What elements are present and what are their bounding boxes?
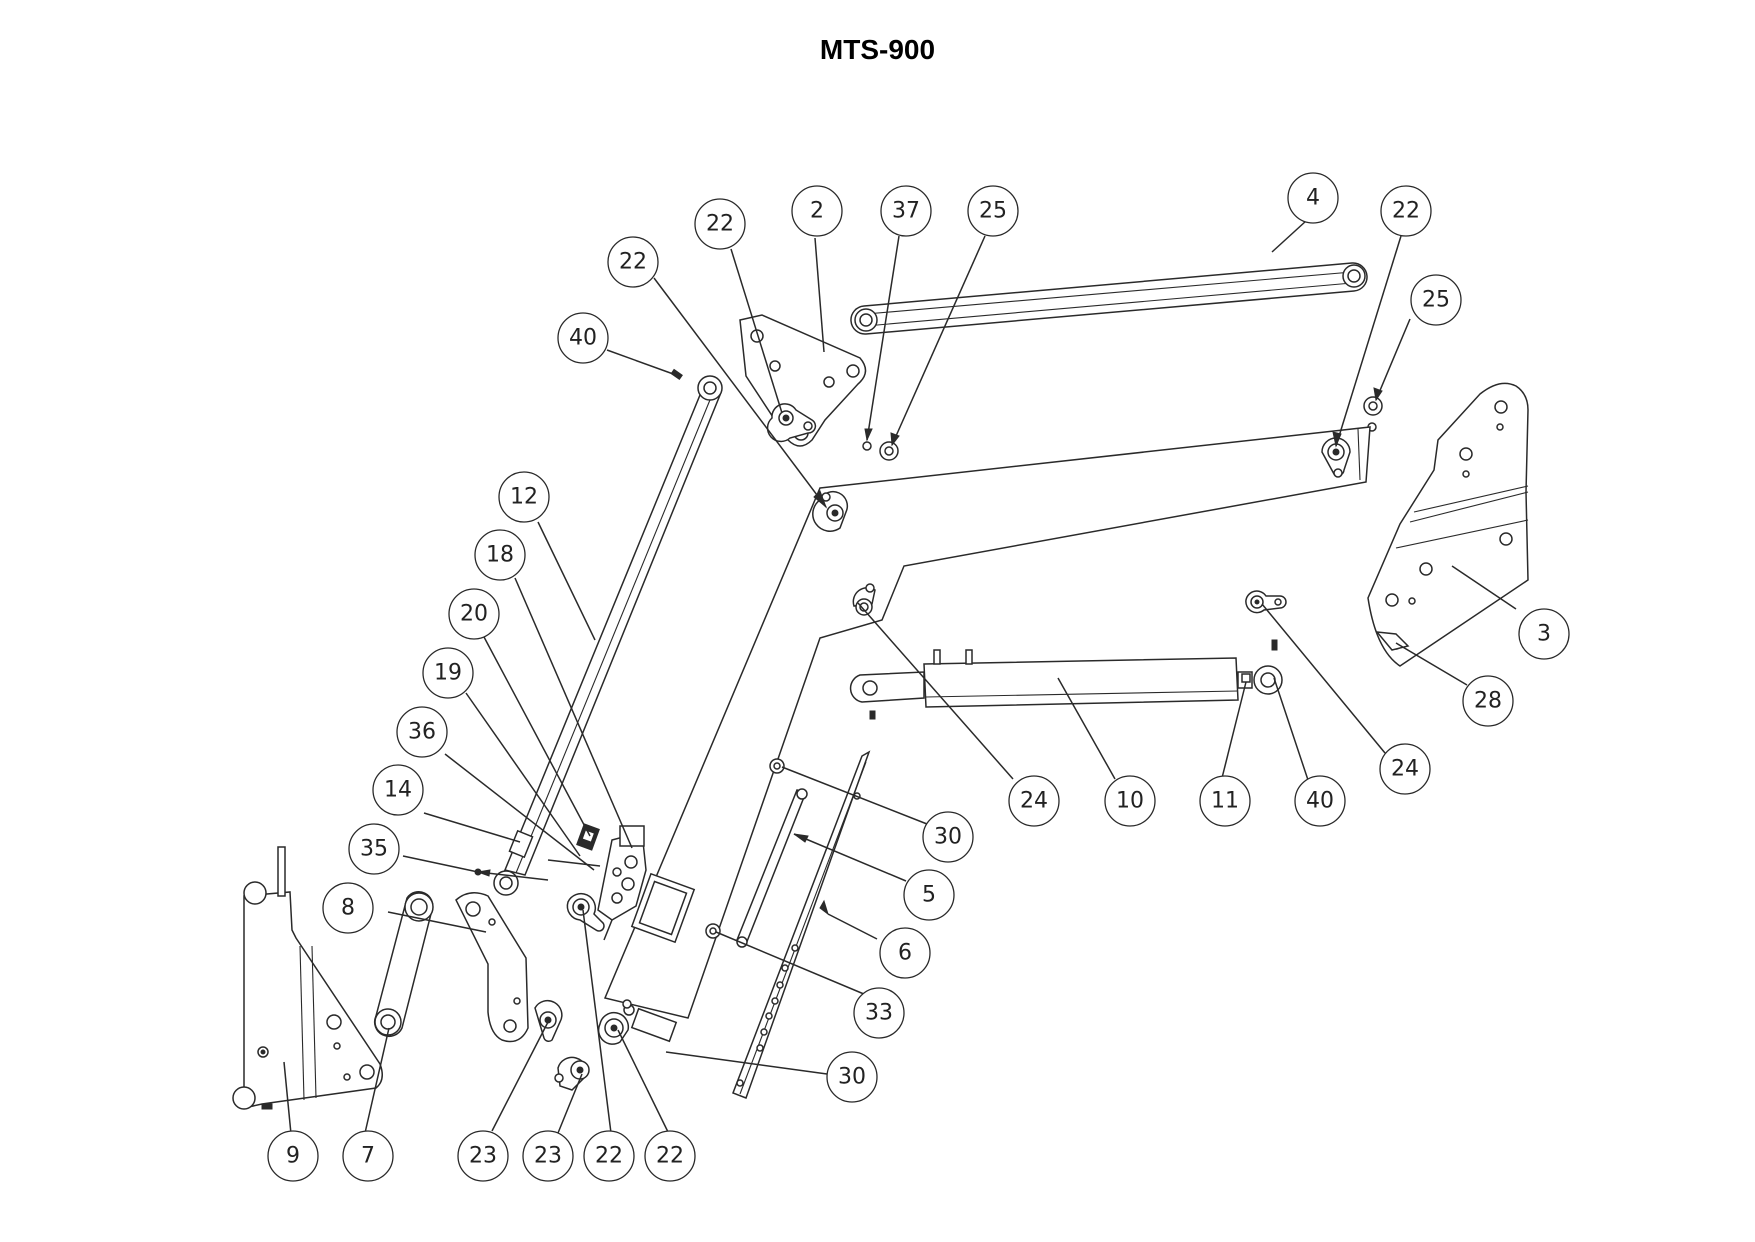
callout-c9: 9	[267, 1130, 319, 1182]
part-frame-bracket	[232, 846, 383, 1110]
callout-label: 5	[922, 883, 936, 908]
callout-label: 7	[361, 1144, 375, 1169]
callout-c14: 14	[372, 764, 424, 816]
callout-label: 11	[1211, 789, 1239, 814]
callout-c25a: 25	[967, 185, 1019, 237]
part-bracket-plate	[739, 314, 867, 447]
callout-c20: 20	[448, 588, 500, 640]
callout-label: 37	[892, 199, 920, 224]
callout-label: 14	[384, 778, 412, 803]
callout-label: 23	[469, 1144, 497, 1169]
callout-label: 12	[510, 485, 538, 510]
callout-label: 30	[934, 825, 962, 850]
part-pin-top	[670, 368, 1278, 720]
part-short-link	[373, 891, 434, 1038]
callout-c22b: 22	[1380, 185, 1432, 237]
callout-c4: 4	[1287, 172, 1339, 224]
callout-label: 22	[656, 1144, 684, 1169]
callout-c33: 33	[853, 987, 905, 1039]
callout-c30b: 30	[826, 1051, 878, 1103]
callout-label: 24	[1391, 757, 1419, 782]
callout-label: 30	[838, 1065, 866, 1090]
callout-label: 20	[460, 602, 488, 627]
callout-c23b: 23	[522, 1130, 574, 1182]
part-upright-beam	[493, 375, 723, 896]
part-hydraulic-cylinder	[849, 590, 1287, 708]
callout-c40a: 40	[557, 312, 609, 364]
callout-c25b: 25	[1410, 274, 1462, 326]
part-flat-link	[732, 750, 871, 1099]
callout-c6: 6	[879, 927, 931, 979]
callout-label: 22	[706, 212, 734, 237]
callout-c19: 19	[422, 647, 474, 699]
callout-c24a: 24	[1008, 775, 1060, 827]
callout-label: 24	[1020, 789, 1048, 814]
callout-label: 22	[619, 250, 647, 275]
leader-lines	[283, 220, 1517, 1135]
callout-label: 9	[286, 1144, 300, 1169]
callout-label: 22	[595, 1144, 623, 1169]
callout-label: 22	[1392, 199, 1420, 224]
callout-label: 25	[1422, 288, 1450, 313]
callout-c22a: 22	[607, 236, 659, 288]
callout-label: 40	[1306, 789, 1334, 814]
callout-label: 23	[534, 1144, 562, 1169]
drawing-title: MTS-900	[819, 34, 936, 65]
callout-c22d: 22	[583, 1130, 635, 1182]
part-pivot-bushings	[534, 999, 632, 1091]
part-bent-link	[455, 892, 529, 1043]
callout-label: 3	[1537, 622, 1551, 647]
part-small-pins	[862, 396, 1383, 461]
callout-label: 4	[1306, 186, 1320, 211]
callout-label: 25	[979, 199, 1007, 224]
callout-label: 19	[434, 661, 462, 686]
callout-c35: 35	[348, 823, 400, 875]
callout-label: 35	[360, 837, 388, 862]
callout-c40b: 40	[1294, 775, 1346, 827]
callout-c28: 28	[1462, 675, 1514, 727]
callout-c23a: 23	[457, 1130, 509, 1182]
callout-label: 40	[569, 326, 597, 351]
callout-c30a: 30	[922, 811, 974, 863]
callout-label: 2	[810, 199, 824, 224]
callout-c2: 2	[791, 185, 843, 237]
callout-c22c: 22	[694, 198, 746, 250]
callout-label: 8	[341, 896, 355, 921]
callout-label: 10	[1116, 789, 1144, 814]
callout-label: 28	[1474, 689, 1502, 714]
callout-c10: 10	[1104, 775, 1156, 827]
callout-c24b: 24	[1379, 743, 1431, 795]
part-bushings	[705, 758, 785, 939]
callout-label: 18	[486, 543, 514, 568]
part-link-bar	[850, 262, 1368, 335]
callout-c8: 8	[322, 882, 374, 934]
part-mount-plate	[1367, 382, 1529, 667]
callout-c37: 37	[880, 185, 932, 237]
callout-label: 6	[898, 941, 912, 966]
callout-c11: 11	[1199, 775, 1251, 827]
callout-c5: 5	[903, 869, 955, 921]
part-valve-assembly	[474, 823, 647, 941]
callout-c36: 36	[396, 706, 448, 758]
callout-c12: 12	[498, 471, 550, 523]
callout-label: 36	[408, 720, 436, 745]
callout-label: 33	[865, 1001, 893, 1026]
callout-c18: 18	[474, 529, 526, 581]
callout-c3: 3	[1518, 608, 1570, 660]
callout-c7: 7	[342, 1130, 394, 1182]
callout-c22e: 22	[644, 1130, 696, 1182]
part-boom-arm	[603, 426, 1371, 1043]
leader-arrowheads	[476, 387, 1383, 916]
